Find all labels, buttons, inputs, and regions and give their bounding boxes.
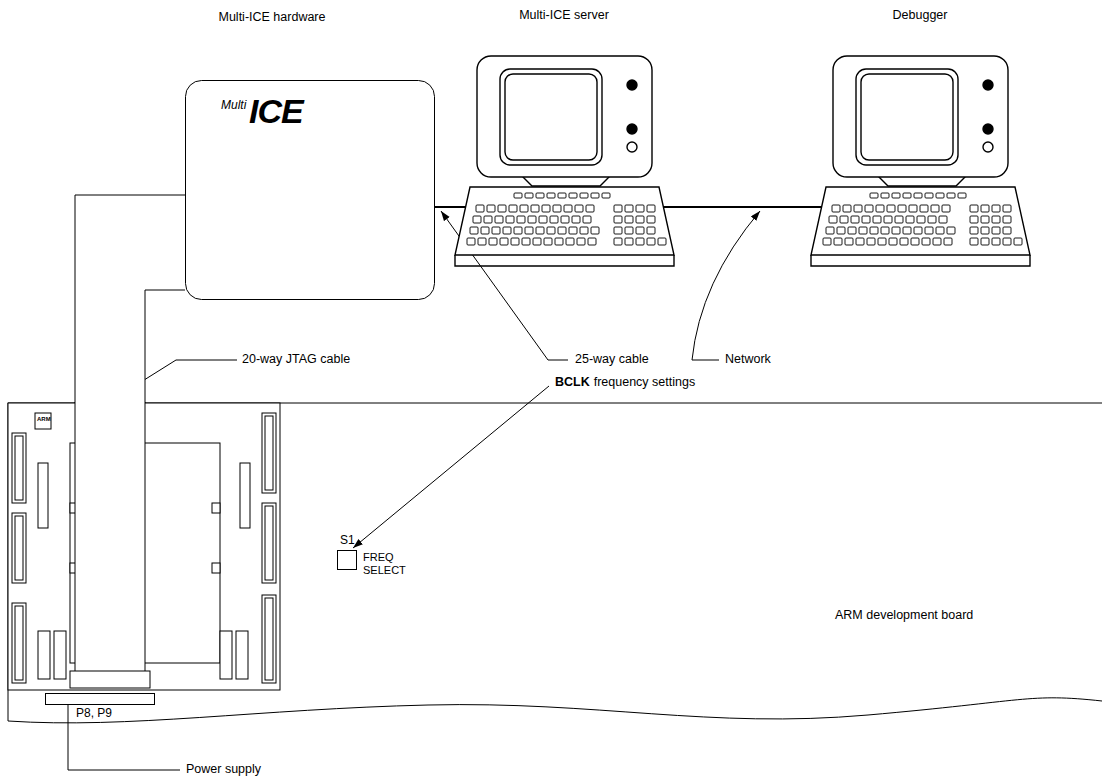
- computer-heading: Multi-ICE server: [519, 8, 609, 23]
- signal-name: BCLK: [555, 375, 590, 390]
- callout-label: 20-way JTAG cable: [242, 352, 350, 367]
- development-board: ARM development boardS1FREQ SELECTP8, P9: [8, 403, 1102, 733]
- node-shape: [808, 55, 1033, 270]
- leader-line: [692, 211, 760, 360]
- connector-id: P8, P9: [76, 706, 112, 720]
- logo-main: ICE: [249, 94, 303, 128]
- leader-line: [353, 386, 549, 548]
- node-shape: [8, 403, 1102, 733]
- switch-id: S1: [340, 533, 355, 547]
- debugger-computer: Debugger: [808, 55, 1033, 270]
- node-shape: [46, 694, 156, 706]
- multi-ice-housing: [186, 81, 435, 300]
- logo-prefix: Multi: [221, 98, 246, 112]
- freq-select-switch: S1FREQ SELECT: [337, 550, 357, 570]
- node-shape: [338, 551, 358, 571]
- callout-label: Network: [725, 352, 771, 367]
- cable-line: [435, 206, 466, 208]
- callout-label: Power supply: [186, 762, 261, 777]
- board-name: ARM development board: [835, 608, 973, 623]
- node-shape: [452, 55, 677, 270]
- switch-name: FREQ SELECT: [363, 551, 406, 576]
- power-wire: [68, 705, 180, 770]
- computer-drawing: [455, 56, 674, 266]
- jtag-ribbon-cable: [75, 195, 185, 403]
- callout-label: 25-way cable: [575, 352, 649, 367]
- unit-heading: Multi-ICE hardware: [219, 10, 326, 25]
- computer-heading: Debugger: [893, 8, 948, 23]
- computer-drawing: [811, 56, 1030, 266]
- callout-label: frequency settings: [594, 375, 695, 390]
- board-drawing: [8, 402, 1102, 723]
- cable-line: [663, 206, 826, 208]
- server-computer: Multi-ICE server: [452, 55, 677, 270]
- logo-text: ARM: [37, 416, 51, 423]
- power-connector: P8, P9: [45, 693, 155, 705]
- node-shape: [185, 80, 435, 300]
- multi-ice-unit: Multi-ICE hardwareMultiICE: [185, 80, 435, 300]
